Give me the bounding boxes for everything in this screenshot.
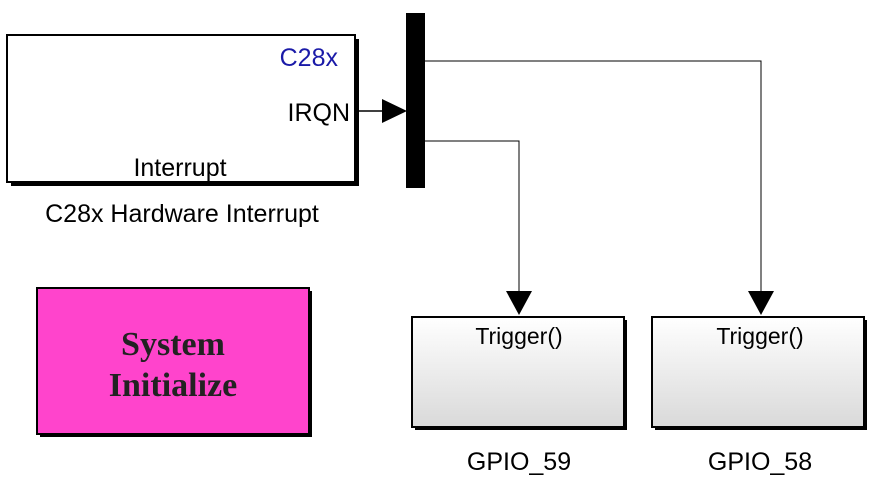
system-initialize-line2: Initialize — [109, 367, 237, 404]
interrupt-block-body — [6, 34, 356, 183]
trigger-port-label: Trigger() — [475, 323, 562, 349]
subsystem-name-gpio59: GPIO_59 — [467, 448, 571, 476]
processor-label: C28x — [280, 44, 339, 72]
irqn-port-label: IRQN — [288, 99, 351, 127]
interrupt-block-name: C28x Hardware Interrupt — [45, 200, 319, 228]
arrowhead-down-icon — [748, 291, 774, 315]
arrowhead-down-icon — [506, 291, 532, 315]
arrowhead-right-icon — [382, 99, 407, 123]
hardware-interrupt-block[interactable]: C28x IRQN Interrupt — [6, 34, 359, 186]
subsystem-gpio58[interactable]: Trigger() — [651, 316, 867, 430]
subsystem-body — [651, 316, 865, 428]
signal-irqn-to-mux[interactable] — [356, 99, 407, 123]
subsystem-body — [411, 316, 625, 428]
system-initialize-line1: System — [121, 326, 225, 363]
demux-block[interactable] — [406, 13, 425, 188]
interrupt-block-label: Interrupt — [133, 154, 226, 182]
signal-to-gpio58[interactable] — [425, 60, 774, 315]
subsystem-gpio59[interactable]: Trigger() — [411, 316, 627, 430]
signal-line — [425, 140, 520, 292]
system-initialize-body — [36, 287, 310, 435]
system-initialize-block[interactable]: System Initialize — [36, 287, 312, 437]
signal-to-gpio59[interactable] — [425, 140, 532, 315]
subsystem-name-gpio58: GPIO_58 — [708, 448, 812, 476]
trigger-port-label: Trigger() — [716, 323, 803, 349]
signal-line — [425, 60, 762, 292]
